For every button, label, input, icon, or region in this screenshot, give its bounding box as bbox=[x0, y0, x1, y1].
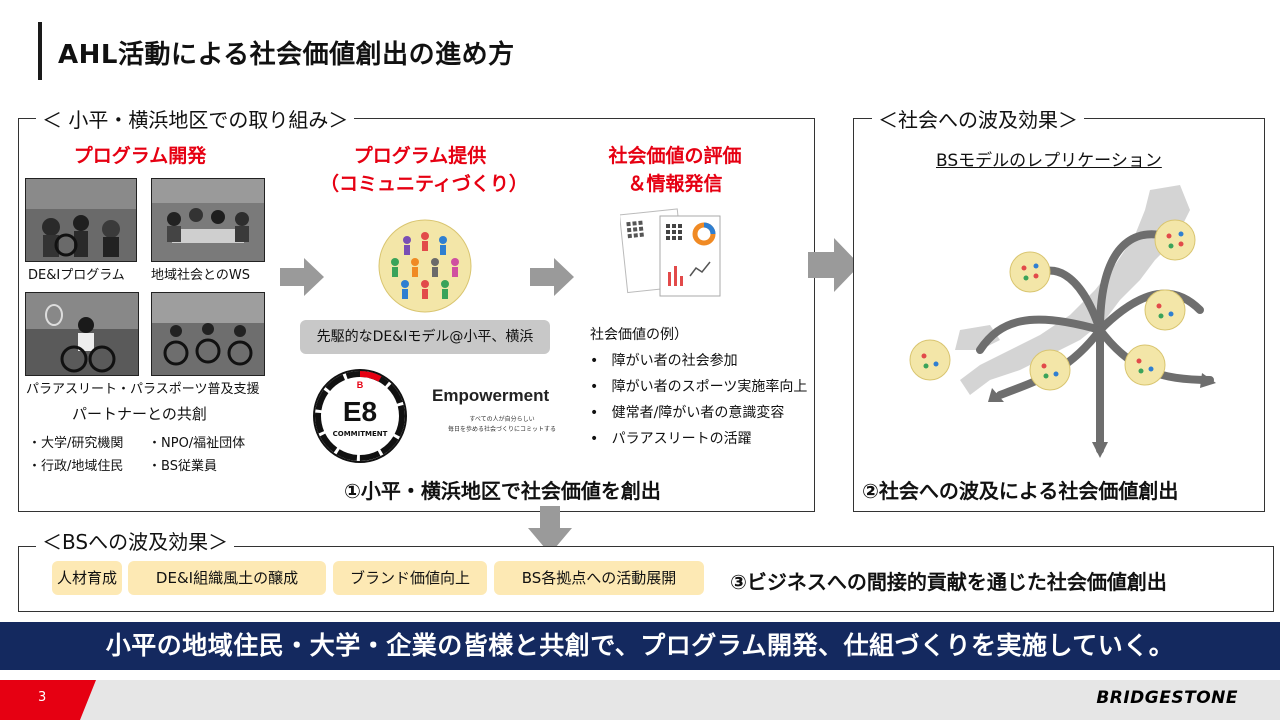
evaluation-heading: 社会価値の評価 ＆情報発信 bbox=[575, 142, 775, 198]
example-text: 健常者/障がい者の意識変容 bbox=[611, 405, 785, 421]
arrow-right-icon bbox=[280, 258, 324, 296]
local-activities-panel bbox=[18, 118, 815, 512]
society-impact-label: ＜社会への波及効果＞ bbox=[872, 104, 1084, 133]
bridgestone-logo: BRIDGESTONE bbox=[1096, 688, 1238, 708]
example-item: • 健常者/障がい者の意識変容 bbox=[590, 405, 785, 421]
partner-npo: ・NPO/福祉団体 bbox=[148, 436, 246, 451]
partner-bs-employees: ・BS従業員 bbox=[148, 459, 217, 474]
example-text: パラアスリートの活躍 bbox=[611, 431, 752, 447]
pill-bs-sites-expansion: BS各拠点への活動展開 bbox=[494, 561, 704, 595]
e8-commitment-logo: B E8 COMMITMENT bbox=[312, 368, 408, 464]
example-item: • 障がい者のスポーツ実施率向上 bbox=[590, 379, 808, 395]
japan-replication-map bbox=[909, 185, 1216, 458]
program-development-heading: プログラム開発 bbox=[73, 145, 207, 167]
photo-community-ws bbox=[151, 178, 265, 262]
empowerment-title: Empowerment bbox=[432, 386, 550, 405]
partner-government: ・行政/地域住民 bbox=[28, 459, 124, 474]
partner-title: パートナーとの共創 bbox=[72, 405, 207, 423]
arrow-down-icon bbox=[528, 506, 572, 554]
result-local: ①小平・横浜地区で社会価値を創出 bbox=[344, 479, 661, 503]
caption-para-athlete: パラアスリート・パラスポーツ普及支援 bbox=[26, 382, 260, 397]
evaluation-line1: 社会価値の評価 bbox=[608, 145, 742, 167]
partner-university: ・大学/研究機関 bbox=[28, 436, 124, 451]
e8-text: E8 bbox=[342, 396, 378, 427]
pill-talent-development: 人材育成 bbox=[52, 561, 122, 595]
empowerment-sub2: 毎日を歩める社会づくりにコミットする bbox=[447, 426, 556, 433]
caption-community-ws: 地域社会とのWS bbox=[151, 268, 250, 283]
program-provision-line1: プログラム提供 bbox=[353, 145, 487, 167]
arrow-right-icon bbox=[808, 238, 860, 292]
svg-text:B: B bbox=[357, 380, 364, 390]
program-provision-line2: （コミュニティづくり） bbox=[320, 173, 528, 195]
e8-commitment-text: COMMITMENT bbox=[332, 430, 388, 438]
footer-bar bbox=[0, 680, 1280, 720]
photo-para-sports bbox=[151, 292, 265, 376]
page-title: AHL活動による社会価値創出の進め方 bbox=[58, 40, 515, 70]
page-number: 3 bbox=[38, 690, 47, 705]
society-impact-panel bbox=[853, 118, 1265, 512]
evaluation-line2: ＆情報発信 bbox=[627, 173, 723, 195]
empowerment-sub1: すべての人が自分らしい bbox=[469, 416, 535, 423]
example-item: • 障がい者の社会参加 bbox=[590, 353, 738, 369]
dei-model-pill: 先駆的なDE&Iモデル@小平、横浜 bbox=[300, 320, 550, 354]
bs-impact-label: ＜BSへの波及効果＞ bbox=[36, 526, 235, 555]
pill-dei-culture: DE&I組織風土の醸成 bbox=[128, 561, 326, 595]
example-text: 障がい者のスポーツ実施率向上 bbox=[611, 379, 808, 395]
caption-dei-program: DE&Iプログラム bbox=[28, 268, 125, 283]
examples-title: 社会価値の例） bbox=[590, 327, 688, 343]
report-documents-icon bbox=[620, 208, 721, 297]
photo-para-tennis bbox=[25, 292, 139, 376]
program-provision-heading: プログラム提供 （コミュニティづくり） bbox=[320, 142, 528, 198]
example-text: 障がい者の社会参加 bbox=[611, 353, 738, 369]
replication-subtitle: BSモデルのレプリケーション bbox=[936, 151, 1162, 171]
result-society: ②社会への波及による社会価値創出 bbox=[862, 479, 1179, 503]
community-people-icon bbox=[378, 219, 472, 313]
local-activities-label: ＜ 小平・横浜地区での取り組み＞ bbox=[36, 104, 355, 133]
pill-brand-value: ブランド価値向上 bbox=[333, 561, 487, 595]
title-accent-bar bbox=[38, 22, 42, 80]
photo-dei-program bbox=[25, 178, 137, 262]
arrow-right-icon bbox=[530, 258, 574, 296]
summary-banner: 小平の地域住民・大学・企業の皆様と共創で、プログラム開発、仕組づくりを実施してい… bbox=[0, 622, 1280, 670]
result-business: ③ビジネスへの間接的貢献を通じた社会価値創出 bbox=[730, 570, 1167, 594]
page-number-tab bbox=[0, 680, 96, 720]
example-item: • パラアスリートの活躍 bbox=[590, 431, 752, 447]
